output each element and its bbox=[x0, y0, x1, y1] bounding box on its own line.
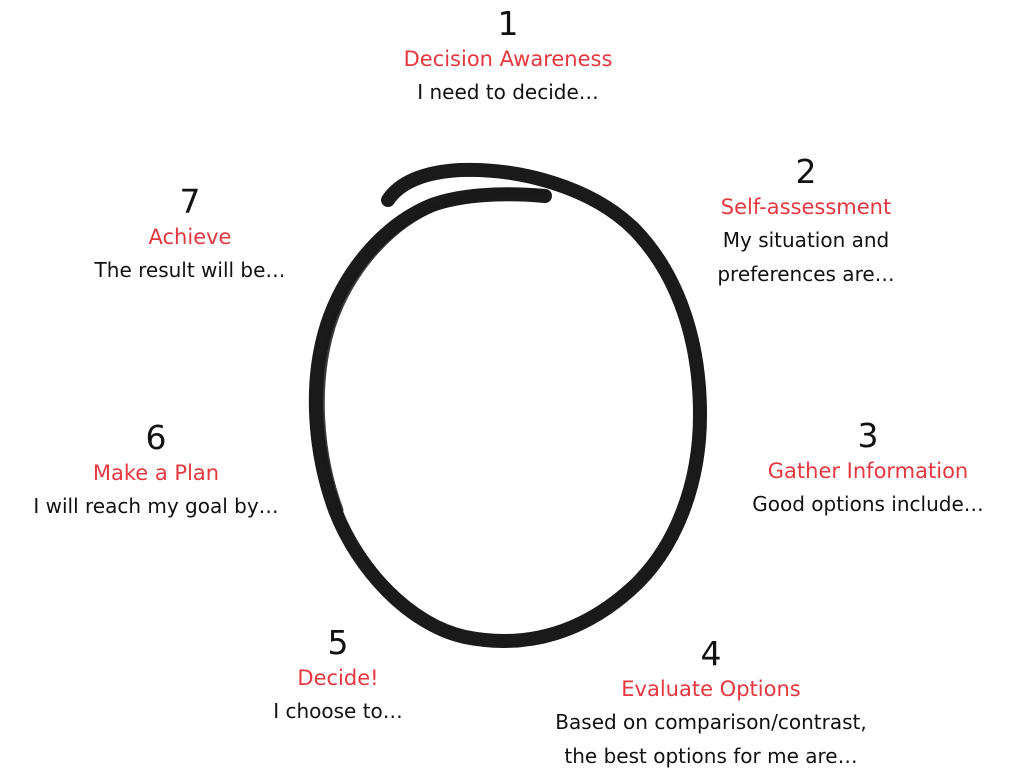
hand-drawn-cycle-loop bbox=[316, 170, 700, 641]
step-self-assessment: 2 Self-assessment My situation and prefe… bbox=[717, 153, 894, 291]
step-prompt: preferences are… bbox=[717, 257, 894, 291]
step-achieve: 7 Achieve The result will be… bbox=[95, 183, 286, 287]
step-title: Make a Plan bbox=[33, 457, 278, 489]
step-number: 5 bbox=[273, 624, 403, 662]
step-number: 6 bbox=[33, 419, 278, 457]
step-title: Self-assessment bbox=[717, 191, 894, 223]
step-make-a-plan: 6 Make a Plan I will reach my goal by… bbox=[33, 419, 278, 523]
step-prompt: I choose to… bbox=[273, 694, 403, 728]
step-title: Gather Information bbox=[752, 455, 984, 487]
step-number: 3 bbox=[752, 417, 984, 455]
step-title: Evaluate Options bbox=[555, 673, 866, 705]
step-number: 7 bbox=[95, 183, 286, 221]
step-prompt: I need to decide… bbox=[404, 75, 613, 109]
cycle-loop-main-stroke bbox=[316, 170, 700, 641]
step-prompt: My situation and bbox=[717, 223, 894, 257]
step-prompt: Based on comparison/contrast, bbox=[555, 705, 866, 739]
step-prompt: I will reach my goal by… bbox=[33, 489, 278, 523]
cycle-loop-inner-stroke bbox=[321, 193, 548, 510]
step-prompt: Good options include… bbox=[752, 487, 984, 521]
step-number: 2 bbox=[717, 153, 894, 191]
step-decide: 5 Decide! I choose to… bbox=[273, 624, 403, 728]
step-title: Decide! bbox=[273, 662, 403, 694]
step-number: 4 bbox=[555, 635, 866, 673]
step-prompt: The result will be… bbox=[95, 253, 286, 287]
step-prompt: the best options for me are… bbox=[555, 739, 866, 773]
step-title: Decision Awareness bbox=[404, 43, 613, 75]
step-title: Achieve bbox=[95, 221, 286, 253]
step-decision-awareness: 1 Decision Awareness I need to decide… bbox=[404, 5, 613, 109]
step-number: 1 bbox=[404, 5, 613, 43]
step-evaluate-options: 4 Evaluate Options Based on comparison/c… bbox=[555, 635, 866, 773]
step-gather-information: 3 Gather Information Good options includ… bbox=[752, 417, 984, 521]
